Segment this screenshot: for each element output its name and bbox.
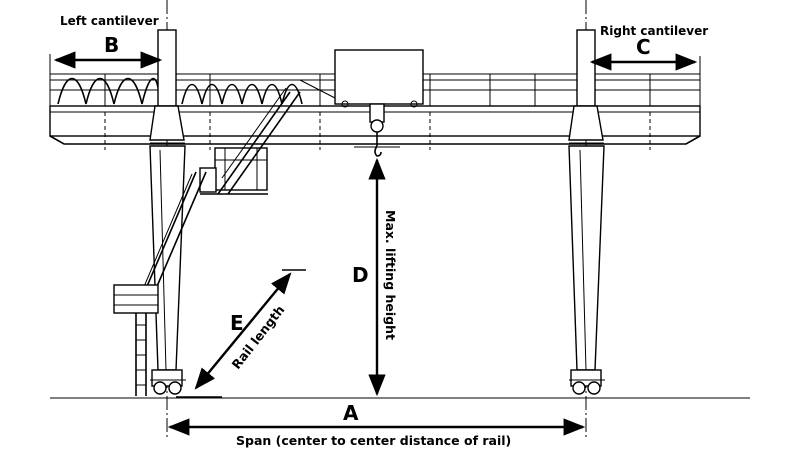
dimension-e <box>176 269 306 398</box>
lower-stair <box>113 171 207 396</box>
festoon-cable <box>299 79 336 99</box>
label-right-cantilever: Right cantilever <box>600 24 708 38</box>
right-leg <box>568 29 605 371</box>
label-span: Span (center to center distance of rail) <box>236 433 511 448</box>
letter-a: A <box>343 401 359 425</box>
left-wheel-assembly <box>150 369 186 395</box>
trolley <box>334 49 424 157</box>
label-left-cantilever: Left cantilever <box>60 14 159 28</box>
label-max-lifting-height: Max. lifting height <box>383 210 398 340</box>
letter-b: B <box>104 33 119 57</box>
upper-stair <box>217 87 301 195</box>
letter-d: D <box>352 263 369 287</box>
cable-festoon <box>57 77 303 105</box>
letter-e: E <box>230 311 244 335</box>
right-wheel-assembly <box>569 369 605 395</box>
dimension-b <box>49 51 163 76</box>
letter-c: C <box>636 35 651 59</box>
operator-cabin <box>199 147 268 195</box>
left-leg <box>149 29 186 371</box>
